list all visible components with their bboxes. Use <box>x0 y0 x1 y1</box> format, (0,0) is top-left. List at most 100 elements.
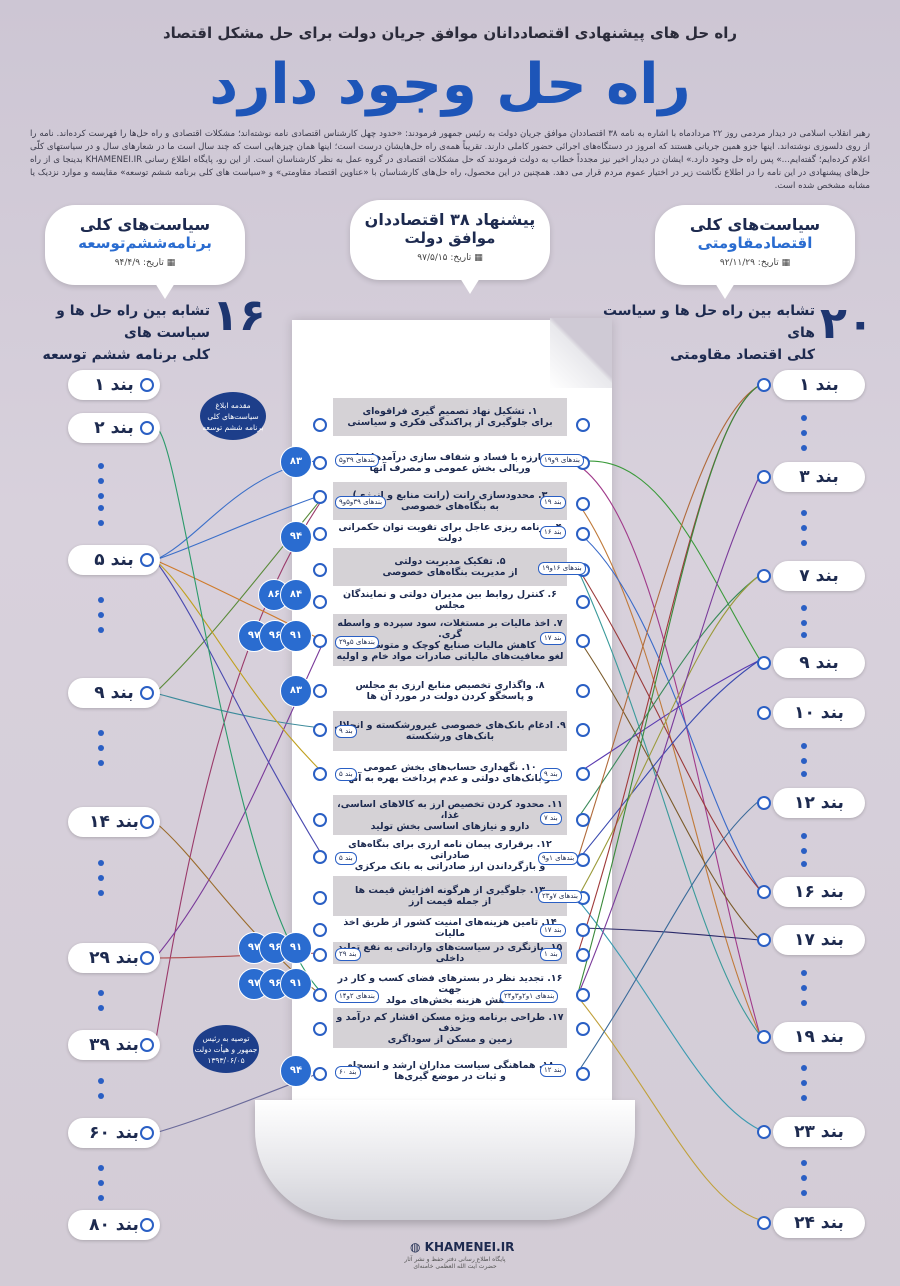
right-node <box>757 1125 771 1139</box>
link <box>577 567 761 891</box>
bubble-sixth-plan: سیاست‌های کلی برنامه‌ششم‌توسعه ▦ تاریخ: … <box>45 205 245 299</box>
tag-right: بندهای ۷و۲۳ <box>538 890 582 903</box>
bubble-left-line1: سیاست‌های کلی <box>79 215 211 234</box>
item-12: ۱۲. برقراری پیمان نامه ارزی برای بنگاه‌ه… <box>348 838 552 872</box>
site-logo: ◍ KHAMENEI.IR <box>410 1240 515 1254</box>
tag-right: بندهای ۱۶و۱۹ <box>538 562 586 575</box>
paper-curl <box>550 318 612 388</box>
right-clause-23: بند ۲۳ <box>773 1117 865 1147</box>
bubble-right-line2: اقتصادمقاومتی <box>697 234 813 252</box>
left-node <box>140 951 154 965</box>
left-node <box>140 1218 154 1232</box>
year-badge: ۹۱ <box>280 620 312 652</box>
right-clause-12: بند ۱۲ <box>773 788 865 818</box>
tag-left: بند ۵ <box>335 852 357 865</box>
link <box>154 494 323 561</box>
year-badge: ۸۳ <box>280 446 312 478</box>
item-16: ۱۶. تجدید نظر در بسترهای فضای کسب و کار … <box>337 972 563 1006</box>
year-badge: ۹۴ <box>280 1055 312 1087</box>
tag-right: بند ۱۷ <box>540 632 566 645</box>
item-18: ۱۸. هماهنگی سیاست مداران ارشد و انسجامو … <box>345 1060 554 1082</box>
tag-left: بند ۹ <box>335 725 357 738</box>
link <box>154 559 323 856</box>
left-node <box>140 553 154 567</box>
tag-right: بندهای ۱و۲و۳و۲۴ <box>500 990 559 1003</box>
link <box>577 659 761 861</box>
item-9: ۹. ادغام بانک‌های خصوصی غیرورشکسته و انح… <box>333 711 567 751</box>
calendar-icon: ▦ <box>474 253 483 263</box>
link <box>154 692 323 729</box>
item-17: ۱۷. طراحی برنامه ویژه مسکن اقشار کم درآم… <box>333 1008 567 1048</box>
link <box>154 559 323 773</box>
link <box>577 502 761 1036</box>
item-4: ۴. برنامه ریزی عاجل برای تقویت توان حکمر… <box>338 522 561 544</box>
year-badge: ۸۴ <box>280 579 312 611</box>
tag-right: بند ۱۹ <box>540 496 566 509</box>
item-11: ۱۱. محدود کردن تخصیص ارز به کالاهای اساس… <box>333 795 567 835</box>
link <box>577 637 761 941</box>
link <box>577 384 761 954</box>
link <box>577 574 761 819</box>
tag-right: بند ۷ <box>540 812 562 825</box>
bubble-right-date: ▦ تاریخ: ۹۲/۱۱/۲۹ <box>719 258 791 268</box>
year-badge: ۸۳ <box>280 675 312 707</box>
year-badge: ۹۴ <box>280 521 312 553</box>
bubble-right-line1: سیاست‌های کلی <box>689 215 821 234</box>
left-node <box>140 686 154 700</box>
similarity-left-number: ۱۶ <box>212 290 266 341</box>
intro-paragraph: رهبر انقلاب اسلامی در دیدار مردمی روز ۲۲… <box>30 129 870 191</box>
tag-right: بند ۱۶ <box>540 526 566 539</box>
right-clause-24: بند ۲۴ <box>773 1208 865 1238</box>
bubble-center-date: ▦ تاریخ: ۹۷/۵/۱۵ <box>417 253 483 263</box>
right-node <box>757 569 771 583</box>
link <box>577 996 761 1221</box>
right-clause-3: بند ۳ <box>773 462 865 492</box>
similarity-right-number: ۲۰ <box>820 298 874 349</box>
item-6: ۶. کنترل روابط بین مدیران دولتی و نمایند… <box>343 589 557 611</box>
left-node <box>140 815 154 829</box>
link <box>577 384 761 994</box>
bubble-left-line2: برنامه‌ششم‌توسعه <box>78 234 212 252</box>
link <box>577 927 761 941</box>
tag-left: بند ۲۹ <box>335 948 361 961</box>
tag-right: بندهای ۱و۹ <box>538 852 579 865</box>
tag-left: بند ۵ <box>335 768 357 781</box>
paper-roll <box>255 1100 635 1220</box>
bubble-center-line2: موافق دولت <box>404 229 496 247</box>
left-node <box>140 1126 154 1140</box>
left-node <box>140 421 154 435</box>
bubble-38-economists: پیشنهاد ۳۸ اقتصاددان موافق دولت ▦ تاریخ:… <box>350 200 550 294</box>
right-clause-16: بند ۱۶ <box>773 877 865 907</box>
logo-subtitle: پایگاه اطلاع رسانی دفتر حفظ و نشر آثار ح… <box>404 1256 506 1270</box>
right-clause-1: بند ۱ <box>773 370 865 400</box>
item-15: ۱۵. بازنگری در سیاست‌های وارداتی به نفع … <box>333 942 567 964</box>
subtitle: راه حل های پیشنهادی اقتصاددانان موافق جر… <box>162 24 738 42</box>
tag-right: بند ۱۲ <box>540 1064 566 1077</box>
note-sixth-plan-intro: مقدمه ابلاغ سیاست‌های کلی برنامه ششم توس… <box>200 392 266 440</box>
link <box>577 474 761 996</box>
tag-right: بند ۱۷ <box>540 924 566 937</box>
right-clause-19: بند ۱۹ <box>773 1022 865 1052</box>
right-clause-9: بند ۹ <box>773 648 865 678</box>
calendar-icon: ▦ <box>781 258 791 268</box>
right-node <box>757 470 771 484</box>
link <box>577 574 761 898</box>
right-node <box>757 933 771 947</box>
year-badge: ۹۱ <box>280 968 312 1000</box>
calendar-icon: ▦ <box>166 258 176 268</box>
right-node <box>757 656 771 670</box>
right-node <box>757 885 771 899</box>
link <box>577 531 761 891</box>
globe-icon: ◍ <box>410 1240 421 1254</box>
main-title: راه حل وجود دارد <box>209 52 691 117</box>
tag-right: بند ۱ <box>540 948 562 961</box>
left-node <box>140 1038 154 1052</box>
link <box>577 569 761 1036</box>
